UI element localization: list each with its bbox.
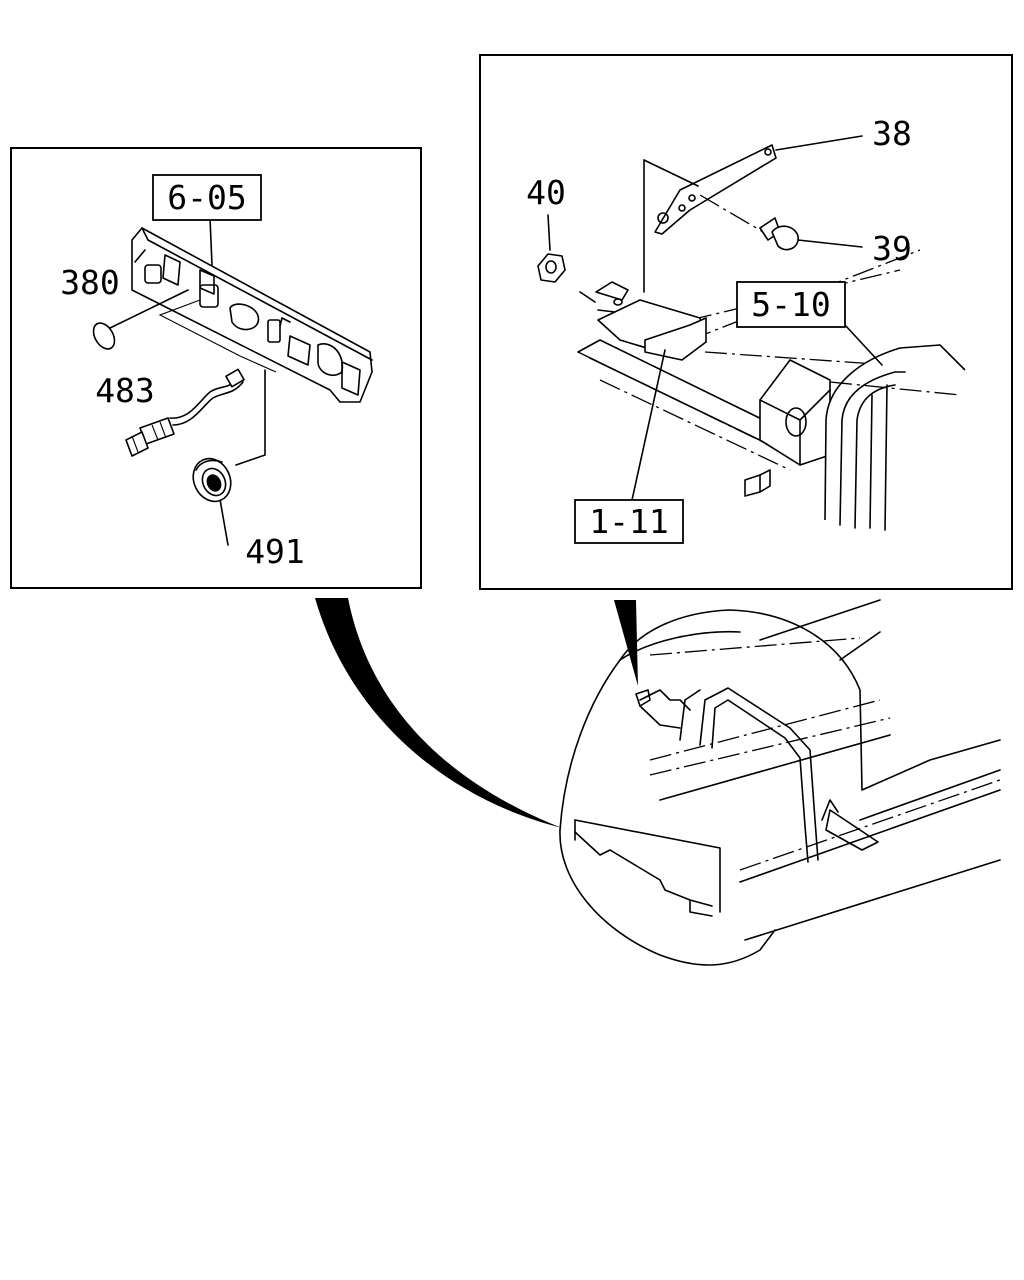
- pointer-arrow-right: [614, 600, 638, 686]
- sensor-part: [125, 368, 245, 457]
- pointer-arrow-left: [315, 598, 562, 828]
- leader-1-11: [631, 349, 666, 501]
- ref-box-1-11: [574, 499, 684, 544]
- leader-6-05: [209, 217, 213, 266]
- callout-39: 39: [872, 229, 912, 268]
- callout-491: 491: [245, 532, 305, 571]
- ref-box-6-05: [152, 174, 262, 221]
- leader-40: [547, 214, 551, 251]
- callout-5-10: 5-10: [751, 285, 830, 324]
- leader-380: [109, 289, 189, 329]
- o-ring-part: [92, 322, 116, 350]
- leader-5-10: [844, 324, 883, 366]
- crossmember-part: [131, 227, 373, 403]
- ref-box-5-10: [736, 281, 846, 328]
- callout-380: 380: [60, 263, 120, 302]
- leader-39: [797, 239, 863, 248]
- callout-1-11: 1-11: [589, 502, 668, 541]
- grommet-part: [192, 457, 232, 503]
- vehicle-overview: [559, 599, 1001, 966]
- callout-38: 38: [872, 114, 912, 153]
- callout-6-05: 6-05: [167, 178, 246, 217]
- leader-491: [235, 369, 266, 466]
- callout-40: 40: [526, 173, 566, 212]
- callout-483: 483: [95, 371, 155, 410]
- frame-rail-part: [537, 144, 966, 531]
- leader-38: [775, 135, 863, 151]
